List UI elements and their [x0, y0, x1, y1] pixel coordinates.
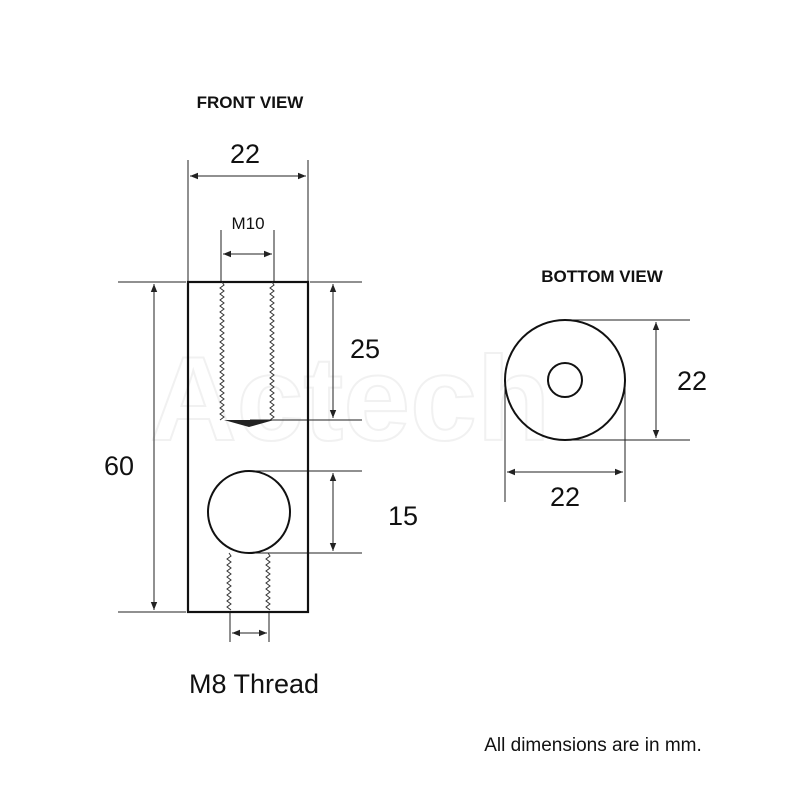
units-note: All dimensions are in mm.: [484, 735, 702, 756]
m8-thread-label: M8 Thread: [189, 669, 319, 699]
bottom-view-outer-circle: [504, 319, 626, 441]
thread-zigzag: [219, 281, 225, 421]
bottom-height-label: 22: [677, 366, 707, 396]
bottom-width-label: 22: [550, 482, 580, 512]
front-view-body: [186, 280, 310, 614]
bottom-view-title: BOTTOM VIEW: [541, 267, 663, 286]
front-view-dimension-lines: [118, 160, 362, 642]
thread-zigzag: [265, 552, 271, 611]
thread-lines: [219, 281, 275, 611]
drill-tip: [224, 420, 274, 427]
hole-dimension-label: 15: [388, 501, 418, 531]
width-dimension-label: 22: [230, 139, 260, 169]
thread-zigzag: [269, 281, 275, 421]
front-view-title: FRONT VIEW: [197, 93, 305, 112]
watermark-logo: Actech: [150, 332, 550, 466]
m10-thread-label: M10: [231, 214, 264, 233]
bottom-view-thread-hole: [547, 362, 583, 398]
thread-depth-label: 25: [350, 334, 380, 364]
height-dimension-label: 60: [104, 451, 134, 481]
thread-zigzag: [226, 552, 232, 611]
cross-hole: [207, 470, 291, 554]
bottom-view-dimension-lines: [504, 319, 690, 502]
